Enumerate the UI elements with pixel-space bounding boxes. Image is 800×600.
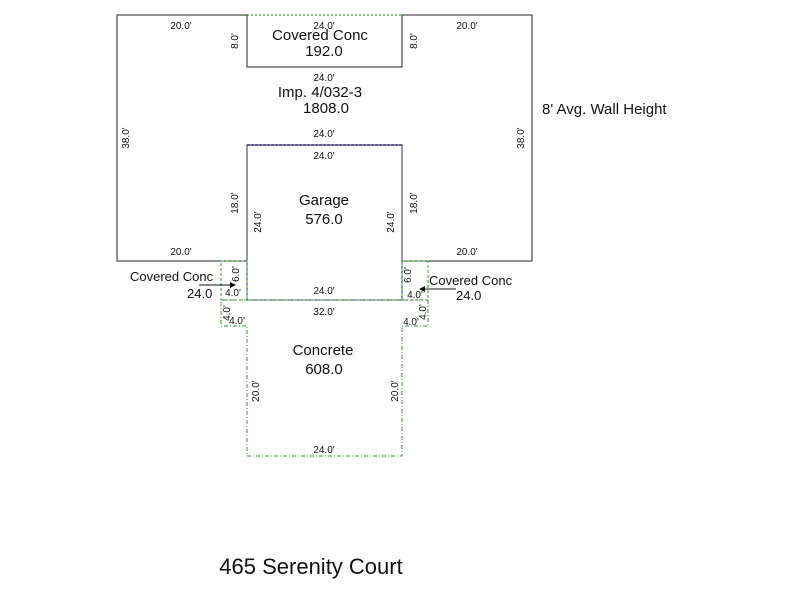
- dim-garage-right-inner: 24.0': [386, 211, 397, 232]
- dim-garage-bottom: 24.0': [313, 286, 334, 297]
- dim-conc-right-small: 4.0': [418, 304, 429, 320]
- dim-top-left: 20.0': [170, 21, 191, 32]
- dim-notch-left: 8.0': [230, 33, 241, 49]
- dim-cov-right-height: 6.0': [403, 267, 414, 283]
- property-address: 465 Serenity Court: [219, 554, 402, 579]
- dim-garage-left-outer: 18.0': [230, 192, 241, 213]
- covered-conc-left-outline: [220, 260, 248, 301]
- dim-notch-right: 8.0': [409, 33, 420, 49]
- dim-top-right: 20.0': [456, 21, 477, 32]
- dim-left-side: 38.0': [121, 127, 132, 148]
- dim-garage-top-inner: 24.0': [313, 151, 334, 162]
- dim-conc-left-side: 20.0': [251, 380, 262, 401]
- covered-conc-left-area: 24.0: [187, 286, 212, 301]
- dim-bottom-left: 20.0': [170, 247, 191, 258]
- covered-conc-top-area: 192.0: [305, 43, 343, 60]
- dim-garage-right-outer: 18.0': [409, 192, 420, 213]
- garage-name: Garage: [299, 192, 349, 209]
- dim-right-side: 38.0': [516, 127, 527, 148]
- dim-notch-bottom: 24.0': [313, 73, 334, 84]
- dim-conc-top: 32.0': [313, 307, 334, 318]
- dim-conc-right-w: 4.0': [403, 317, 419, 328]
- dim-top-center: 24.0': [313, 21, 334, 32]
- dim-conc-right-side: 20.0': [390, 380, 401, 401]
- dim-cov-left-height: 6.0': [231, 266, 242, 282]
- dim-conc-left-small: 4.0': [222, 305, 233, 321]
- concrete-area: 608.0: [305, 361, 343, 378]
- covered-conc-left-name: Covered Conc: [130, 269, 214, 284]
- covered-conc-right-area: 24.0: [456, 288, 481, 303]
- dim-garage-top-outer: 24.0': [313, 129, 334, 140]
- main-area-value: 1808.0: [303, 100, 349, 117]
- wall-height-note: 8' Avg. Wall Height: [542, 101, 667, 118]
- dim-conc-left-w: 4.0': [229, 316, 245, 327]
- covered-conc-top-name: Covered Conc: [272, 27, 368, 44]
- dim-cov-right-width: 4.0': [407, 290, 423, 301]
- concrete-outline: [220, 299, 429, 457]
- covered-conc-right-name: Covered Conc: [429, 273, 513, 288]
- dim-garage-left-inner: 24.0': [253, 211, 264, 232]
- dim-conc-bottom: 24.0': [313, 445, 334, 456]
- dim-cov-left-width: 4.0': [225, 288, 241, 299]
- concrete-name: Concrete: [293, 342, 354, 359]
- main-area-name: Imp. 4/032-3: [278, 84, 362, 101]
- dim-bottom-right: 20.0': [456, 247, 477, 258]
- garage-area: 576.0: [305, 211, 343, 228]
